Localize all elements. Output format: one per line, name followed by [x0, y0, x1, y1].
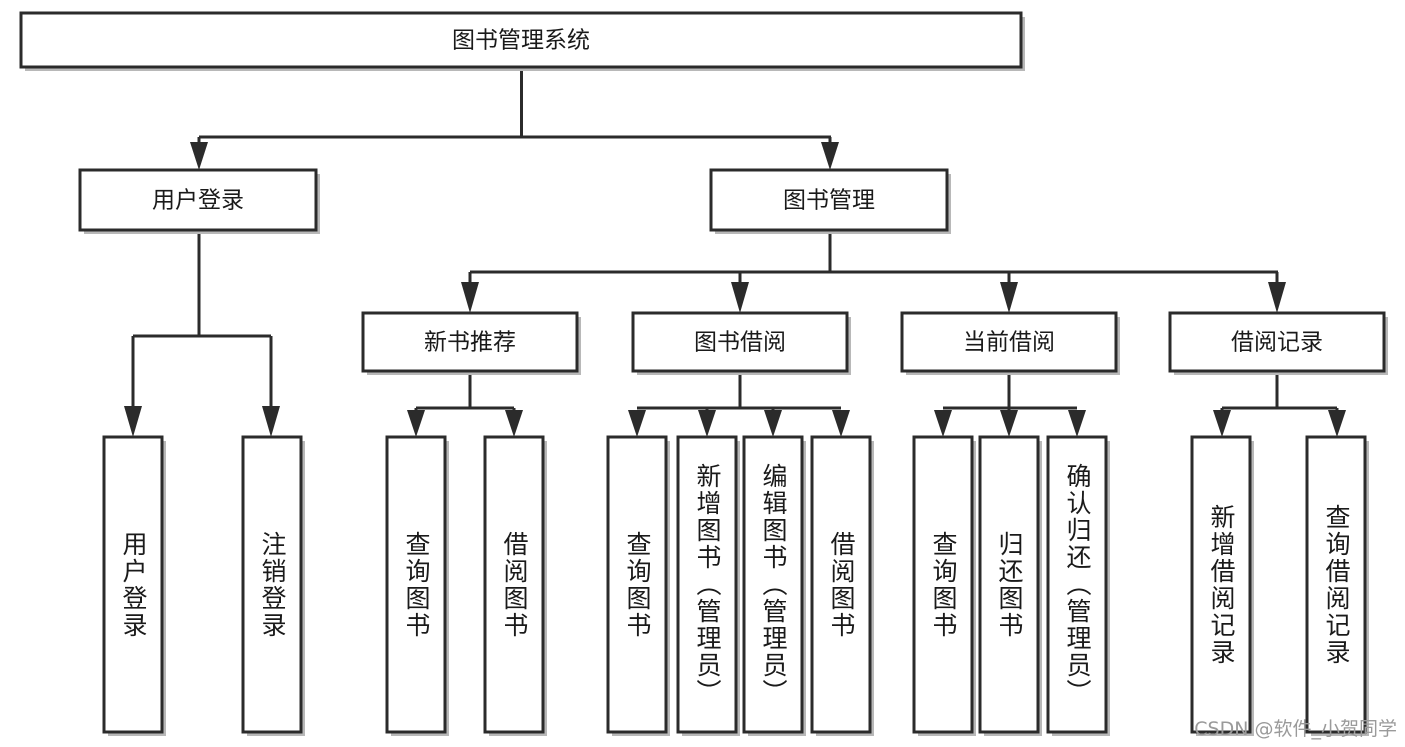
node-leaf-add-record[interactable]: [1190, 435, 1254, 736]
arrow-head-leaf-borrow-book-2: [832, 410, 850, 437]
node-user-login-rect[interactable]: [78, 168, 318, 232]
arrow-head-leaf-logout: [262, 406, 280, 437]
arrow-head-leaf-edit-book: [764, 410, 782, 437]
node-current-borrow[interactable]: 当前借阅: [900, 311, 1120, 375]
arrow-head-current-borrow: [1000, 282, 1018, 313]
node-borrow-record[interactable]: 借阅记录: [1168, 311, 1388, 375]
node-leaf-add-record-rect[interactable]: [1190, 435, 1252, 734]
node-current-borrow-label: 当前借阅: [963, 330, 1055, 356]
node-leaf-add-book[interactable]: [676, 435, 740, 736]
connector-group-book-borrow: [628, 375, 850, 437]
arrow-head-leaf-query-record: [1328, 410, 1346, 437]
node-book-manage-rect[interactable]: [709, 168, 949, 232]
node-leaf-query-record-rect[interactable]: [1305, 435, 1367, 734]
arrow-head-new-book: [461, 282, 479, 313]
node-leaf-borrow-book-1-rect[interactable]: [483, 435, 545, 734]
watermark-text: CSDN @软件_小贺同学: [1194, 718, 1397, 740]
node-user-login[interactable]: 用户登录: [78, 168, 320, 234]
node-book-borrow[interactable]: 图书借阅: [631, 311, 851, 375]
node-leaf-query-book-2-rect[interactable]: [606, 435, 668, 734]
arrow-head-leaf-return-book: [1000, 410, 1018, 437]
arrow-head-leaf-query-book-2: [628, 410, 646, 437]
node-leaf-borrow-book-2[interactable]: [810, 435, 874, 736]
node-leaf-return-book-rect[interactable]: [978, 435, 1040, 734]
node-leaf-user-login-rect[interactable]: [102, 435, 164, 734]
node-book-borrow-rect[interactable]: [631, 311, 849, 373]
node-leaf-confirm-return-rect[interactable]: [1046, 435, 1108, 734]
node-root-label: 图书管理系统: [452, 28, 590, 54]
node-book-manage-label: 图书管理: [783, 188, 875, 214]
node-leaf-query-book-1-rect[interactable]: [385, 435, 447, 734]
node-new-book-recommend[interactable]: 新书推荐: [361, 311, 581, 375]
node-leaf-add-book-rect[interactable]: [676, 435, 738, 734]
node-leaf-borrow-book-1[interactable]: [483, 435, 547, 736]
connector-group-book-manage: [461, 232, 1286, 313]
node-leaf-query-book-3[interactable]: [912, 435, 976, 736]
arrow-head-book-borrow: [731, 282, 749, 313]
node-user-login-label: 用户登录: [152, 188, 244, 214]
arrow-head-user-login: [190, 142, 208, 170]
node-leaf-query-record[interactable]: [1305, 435, 1369, 736]
arrow-head-book-manage: [821, 142, 839, 170]
node-leaf-edit-book-rect[interactable]: [742, 435, 804, 734]
node-borrow-record-rect[interactable]: [1168, 311, 1386, 373]
node-current-borrow-rect[interactable]: [900, 311, 1118, 373]
connector-group-current-borrow: [934, 375, 1086, 437]
node-leaf-user-login[interactable]: [102, 435, 166, 736]
arrow-head-borrow-record: [1268, 282, 1286, 313]
arrow-head-leaf-query-book-1: [407, 410, 425, 437]
arrow-head-leaf-user-login: [124, 406, 142, 437]
node-leaf-logout-login-rect[interactable]: [241, 435, 303, 734]
node-leaf-confirm-return[interactable]: [1046, 435, 1110, 736]
connector-group-new-book-recommend: [407, 375, 523, 437]
connector-group-borrow-record: [1213, 375, 1346, 437]
arrow-head-leaf-borrow-book-1: [505, 410, 523, 437]
node-root[interactable]: 图书管理系统: [19, 11, 1025, 71]
node-leaf-query-book-3-rect[interactable]: [912, 435, 974, 734]
node-leaf-borrow-book-2-rect[interactable]: [810, 435, 872, 734]
node-borrow-record-label: 借阅记录: [1231, 330, 1323, 356]
arrow-head-leaf-confirm-return: [1068, 410, 1086, 437]
node-new-book-recommend-rect[interactable]: [361, 311, 579, 373]
arrow-head-leaf-query-book-3: [934, 410, 952, 437]
arrow-head-leaf-add-book: [698, 410, 716, 437]
node-leaf-return-book[interactable]: [978, 435, 1042, 736]
node-leaf-logout-login[interactable]: [241, 435, 305, 736]
node-leaf-edit-book[interactable]: [742, 435, 806, 736]
node-root-rect[interactable]: [19, 11, 1023, 69]
arrow-head-leaf-add-record: [1213, 410, 1231, 437]
node-new-book-recommend-label: 新书推荐: [424, 330, 516, 356]
connector-group-user-login: [124, 232, 280, 437]
node-book-borrow-label: 图书借阅: [694, 330, 786, 356]
node-book-manage[interactable]: 图书管理: [709, 168, 951, 234]
node-leaf-query-book-2[interactable]: [606, 435, 670, 736]
connector-group-root: [190, 66, 839, 170]
node-leaf-query-book-1[interactable]: [385, 435, 449, 736]
